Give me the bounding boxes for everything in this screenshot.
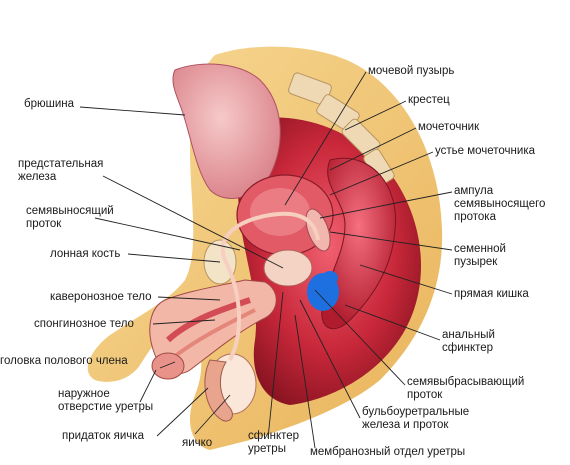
sacrum-vertebrae <box>288 72 395 186</box>
label-bulbourethral: бульбоуретральные железа и проток <box>362 406 470 431</box>
label-testis: яичко <box>182 437 213 449</box>
leader-lines <box>79 71 453 449</box>
label-sacrum: крестец <box>408 94 450 106</box>
label-pubic-bone: лонная кость <box>50 248 121 260</box>
label-glans: головка полового члена <box>0 355 128 367</box>
label-seminal-vesicle: семенной пузырек <box>454 243 506 268</box>
epididymis <box>204 359 233 422</box>
label-spongiosum: спонгинозное тело <box>34 318 134 330</box>
vas-deferens <box>220 211 320 361</box>
label-rectum: прямая кишка <box>454 288 529 300</box>
label-peritoneum: брюшина <box>24 98 75 110</box>
label-vas-deferens: семявыносящий проток <box>26 205 114 230</box>
glans <box>151 352 185 380</box>
prostate <box>263 249 313 287</box>
label-ampulla: ампула семявыносящего протока <box>454 185 546 223</box>
label-bladder: мочевой пузырь <box>368 65 455 77</box>
label-ejaculatory-duct: семявыбрасывающий проток <box>407 376 525 401</box>
label-ureter-orifice: устье мочеточника <box>435 145 536 157</box>
label-anal-sphincter: анальный сфинктер <box>442 329 495 354</box>
label-cavernosum: каверонозное тело <box>50 291 152 303</box>
rectum <box>321 157 397 330</box>
label-membranous-urethra: мембранозный отдел уретры <box>310 446 466 458</box>
label-ureter: мочеточник <box>418 121 480 133</box>
seminal-vesicle <box>305 208 331 252</box>
label-external-urethral-orifice: наружное отверстие уретры <box>58 388 154 413</box>
label-epididymis: придаток яичка <box>62 430 144 442</box>
label-urethral-sphincter: сфинктер уретры <box>248 430 300 455</box>
label-prostate: предстательная железа <box>18 158 104 183</box>
